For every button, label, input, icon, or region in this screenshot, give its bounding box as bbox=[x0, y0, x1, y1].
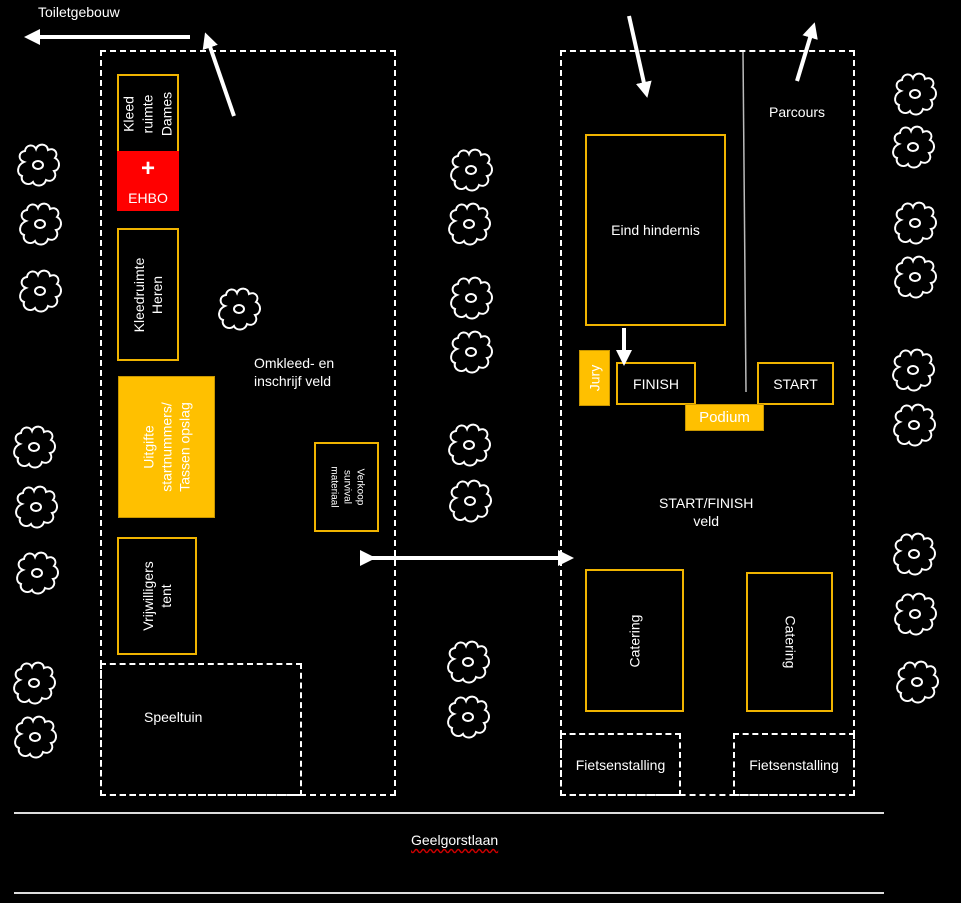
arrow-parcours-out bbox=[795, 22, 818, 82]
eind-hindernis-label: Eind hindernis bbox=[611, 222, 700, 238]
catering-2[interactable]: Catering bbox=[746, 572, 833, 712]
verkoop-survival-materiaal[interactable]: Verkoop survival materiaal bbox=[314, 442, 379, 532]
uitgifte-startnummers[interactable]: Uitgifte startnummers/ Tassen opslag bbox=[118, 376, 215, 518]
kleedruimte-heren[interactable]: Kleedruimte Heren bbox=[117, 228, 179, 361]
start[interactable]: START bbox=[757, 362, 834, 405]
tree-icon bbox=[894, 72, 938, 116]
tree-icon bbox=[17, 143, 61, 187]
omkleed-veld-label: Omkleed- en inschrijf veld bbox=[254, 355, 335, 389]
tree-icon bbox=[19, 202, 63, 246]
ehbo-post[interactable]: + EHBO bbox=[117, 151, 179, 211]
toiletgebouw-label: Toiletgebouw bbox=[38, 4, 120, 20]
start-label: START bbox=[773, 375, 818, 392]
finish[interactable]: FINISH bbox=[616, 362, 696, 405]
speeltuin[interactable]: Speeltuin bbox=[100, 663, 302, 796]
tree-icon bbox=[13, 661, 57, 705]
tree-icon bbox=[450, 148, 494, 192]
catering-1[interactable]: Catering bbox=[585, 569, 684, 712]
tree-icon bbox=[13, 425, 57, 469]
tree-icon bbox=[448, 423, 492, 467]
tree-icon bbox=[218, 287, 262, 331]
vrijwilligers-tent[interactable]: Vrijwilligers tent bbox=[117, 537, 197, 655]
tree-icon bbox=[449, 479, 493, 523]
tree-icon bbox=[448, 202, 492, 246]
tree-icon bbox=[16, 551, 60, 595]
tree-icon bbox=[447, 640, 491, 684]
fietsenstalling-2-label: Fietsenstalling bbox=[749, 756, 839, 773]
first-aid-cross-icon: + bbox=[140, 155, 155, 182]
tree-icon bbox=[892, 125, 936, 169]
tree-icon bbox=[447, 695, 491, 739]
tree-icon bbox=[450, 276, 494, 320]
tree-icon bbox=[894, 592, 938, 636]
jury[interactable]: Jury bbox=[579, 350, 610, 406]
tree-icon bbox=[893, 403, 937, 447]
fietsenstalling-2[interactable]: Fietsenstalling bbox=[733, 733, 855, 796]
speeltuin-label: Speeltuin bbox=[144, 709, 203, 725]
tree-icon bbox=[893, 532, 937, 576]
start-finish-veld-label: START/FINISH veld bbox=[659, 495, 754, 529]
street-label: Geelgorstlaan bbox=[411, 832, 499, 848]
tree-icon bbox=[892, 348, 936, 392]
tree-icon bbox=[15, 485, 59, 529]
tree-icon bbox=[19, 269, 63, 313]
tree-icon bbox=[894, 255, 938, 299]
kleedruimte-dames[interactable]: Kleed ruimte Dames bbox=[117, 74, 179, 154]
eind-hindernis[interactable]: Eind hindernis bbox=[585, 134, 726, 326]
parcours-divider-line bbox=[742, 51, 747, 393]
tree-icon bbox=[14, 715, 58, 759]
parcours-label: Parcours bbox=[769, 104, 826, 120]
finish-label: FINISH bbox=[633, 375, 679, 392]
podium[interactable]: Podium bbox=[685, 404, 764, 431]
tree-icon bbox=[450, 330, 494, 374]
arrow-parcours-in bbox=[627, 15, 652, 98]
tree-icon bbox=[896, 660, 940, 704]
arrow-exit-north bbox=[202, 32, 236, 117]
fietsenstalling-1[interactable]: Fietsenstalling bbox=[560, 733, 681, 796]
podium-label: Podium bbox=[699, 409, 750, 426]
tree-icon bbox=[894, 201, 938, 245]
ehbo-label: EHBO bbox=[128, 190, 168, 206]
fietsenstalling-1-label: Fietsenstalling bbox=[575, 756, 666, 773]
start-finish-zone-boundary bbox=[560, 50, 855, 796]
